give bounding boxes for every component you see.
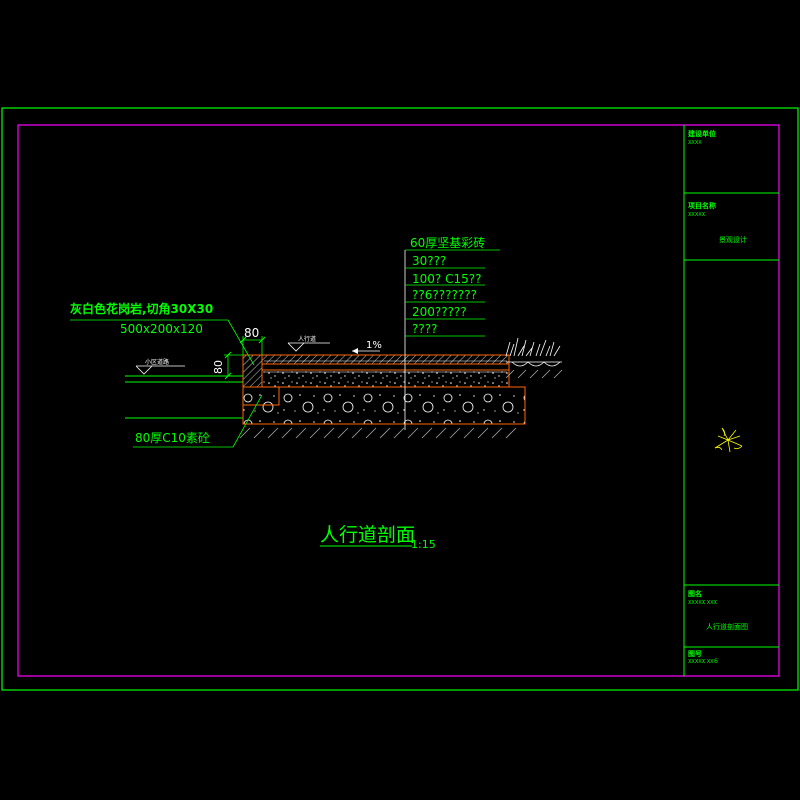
base-concrete-label: 80厚C10素砼 xyxy=(135,431,210,445)
layer-label-2: 30??? xyxy=(412,254,446,268)
dim-side-label: 80 xyxy=(212,360,225,374)
road-label: 小区道路 xyxy=(145,358,169,366)
tb-cell3-sub: XXXXX XXX xyxy=(688,600,718,606)
layer-label-6: ???? xyxy=(412,322,437,336)
drawing-title: 人行道剖面 xyxy=(320,524,415,546)
curb-backing xyxy=(242,386,280,406)
sidewalk-level-marker: 人行道 1% xyxy=(287,335,382,354)
drawing-scale: 1:15 xyxy=(411,538,436,551)
road-level-marker: 小区道路 xyxy=(135,358,185,375)
road-surface xyxy=(125,375,243,419)
layer-label-5: 200????? xyxy=(412,305,467,319)
logo-plant-symbol xyxy=(714,427,743,453)
sidewalk-label: 人行道 xyxy=(298,335,316,343)
base-callout: 80厚C10素砼 xyxy=(133,394,263,448)
tb-cell2-value: 景观设计 xyxy=(719,235,747,244)
paver-layer xyxy=(261,354,510,365)
dim-top-label: 80 xyxy=(244,326,259,340)
tb-cell1-sub: XXXX xyxy=(688,140,702,146)
dimension-top: 80 xyxy=(239,326,266,355)
tb-cell2-title: 项目名称 xyxy=(688,201,716,210)
inner-border xyxy=(17,124,780,677)
tb-cell3-value: 人行道剖面图 xyxy=(706,622,748,631)
tb-cell1-title: 建设单位 xyxy=(688,129,716,138)
ground-hatch xyxy=(239,369,563,439)
concrete-base xyxy=(242,386,526,425)
curb-stone xyxy=(242,354,263,388)
dimension-side: 80 xyxy=(212,351,243,380)
layer-label-1: 60厚坚基彩砖 xyxy=(410,235,485,250)
tb-cell4-title: 图号 xyxy=(688,649,702,658)
layer-callout: 60厚坚基彩砖 30??? 100? C15?? ??6??????? 200?… xyxy=(404,235,500,430)
tb-cell4-value: 6 xyxy=(714,658,718,665)
layer-label-4: ??6??????? xyxy=(412,288,477,302)
tb-cell3-title: 图名 xyxy=(688,589,702,598)
outer-border xyxy=(1,107,799,691)
mortar-bed xyxy=(261,363,510,371)
drawing-title-group: 人行道剖面 1:15 xyxy=(320,524,436,551)
curb-size-label: 500x200x120 xyxy=(120,322,203,336)
curb-material-label: 灰白色花岗岩,切角30X30 xyxy=(70,301,213,316)
grass-planting xyxy=(505,337,562,367)
tb-cell4-sub: XXXXX XX xyxy=(688,659,714,665)
layer-label-3: 100? C15?? xyxy=(412,272,481,286)
slope-label: 1% xyxy=(366,340,382,351)
tb-cell2-sub: XXXXX xyxy=(688,212,706,218)
gravel-layer xyxy=(261,369,510,388)
curb-callout: 灰白色花岗岩,切角30X30 500x200x120 xyxy=(70,301,255,366)
title-block: 建设单位 XXXX 项目名称 XXXXX 景观设计 图名 XXXXX XXX 人… xyxy=(683,125,779,676)
